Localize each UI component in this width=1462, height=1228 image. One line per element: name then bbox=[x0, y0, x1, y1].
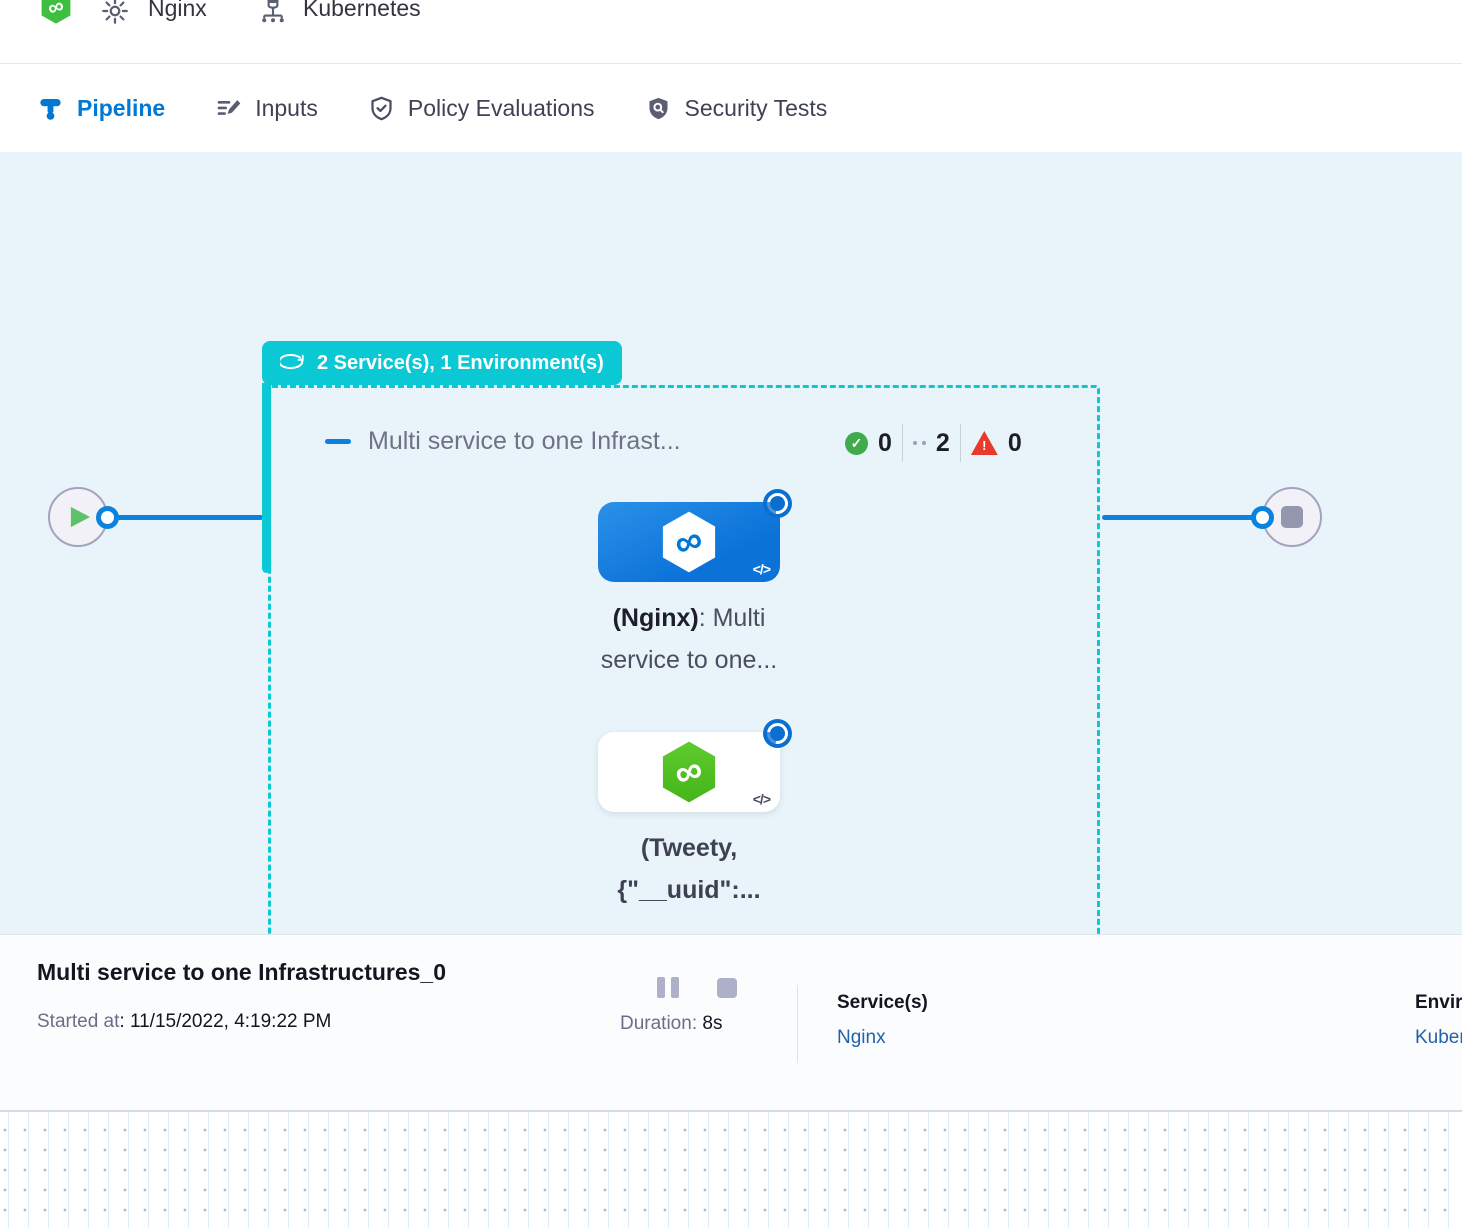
abort-button[interactable] bbox=[717, 977, 737, 998]
gear-icon bbox=[100, 0, 130, 26]
tab-policy-evaluations-label: Policy Evaluations bbox=[407, 95, 595, 121]
duration-label: Duration: bbox=[620, 1013, 703, 1034]
stage-group-container[interactable] bbox=[268, 385, 1100, 934]
started-at-value: : 11/15/2022, 4:19:22 PM bbox=[119, 1011, 332, 1032]
breadcrumb-environment[interactable]: Kubernetes bbox=[303, 0, 421, 21]
service-node-nginx-label: (Nginx): Multi service to one... bbox=[600, 604, 778, 674]
tab-bar: Pipeline Inputs Policy E bbox=[0, 65, 1462, 217]
shield-scan-icon bbox=[645, 95, 672, 122]
execution-summary-bar: Multi service to one Infrastructures_0 S… bbox=[0, 934, 1462, 1110]
infrastructure-icon bbox=[258, 0, 288, 26]
console-grid-area[interactable] bbox=[0, 1110, 1462, 1228]
edge-stage-to-end bbox=[1102, 515, 1258, 520]
tab-inputs-label: Inputs bbox=[255, 95, 318, 121]
start-node-port[interactable] bbox=[96, 506, 119, 529]
edge-start-to-stage bbox=[110, 515, 263, 520]
status-divider bbox=[901, 424, 903, 462]
pause-button[interactable] bbox=[657, 977, 679, 998]
stage-status-counts: ✓ 0 2 ! 0 bbox=[845, 424, 1022, 462]
collapse-stage-icon[interactable] bbox=[325, 439, 351, 444]
tab-inputs[interactable]: Inputs bbox=[215, 95, 318, 122]
breadcrumb-service[interactable]: Nginx bbox=[148, 0, 207, 21]
started-at: Started at: 11/15/2022, 4:19:22 PM bbox=[37, 1011, 331, 1033]
harness-logo-icon: ∞ bbox=[41, 0, 71, 24]
running-count: 2 bbox=[935, 428, 950, 457]
success-status-icon: ✓ bbox=[845, 431, 868, 455]
shield-check-icon bbox=[368, 95, 395, 122]
end-node-port[interactable] bbox=[1251, 506, 1274, 529]
harness-service-icon: ∞ bbox=[662, 741, 716, 803]
stage-group-badge[interactable]: 2 Service(s), 1 Environment(s) bbox=[262, 341, 622, 385]
started-at-label: Started at bbox=[37, 1011, 120, 1032]
tab-pipeline-label: Pipeline bbox=[77, 95, 166, 121]
duration-value: 8s bbox=[702, 1013, 723, 1034]
stage-group-badge-label: 2 Service(s), 1 Environment(s) bbox=[317, 351, 604, 374]
failed-count: 0 bbox=[1007, 428, 1022, 457]
service-node-tweety[interactable]: ∞ </> bbox=[598, 732, 780, 812]
running-spinner-badge bbox=[763, 719, 792, 748]
stage-title[interactable]: Multi service to one Infrast... bbox=[368, 427, 681, 455]
tab-policy-evaluations[interactable]: Policy Evaluations bbox=[368, 95, 595, 122]
services-label: Service(s) bbox=[837, 992, 928, 1013]
code-icon: </> bbox=[752, 561, 771, 577]
pipeline-icon bbox=[37, 95, 64, 122]
tab-security-tests-label: Security Tests bbox=[684, 95, 828, 121]
service-node-nginx[interactable]: ∞ </> bbox=[598, 502, 780, 582]
status-divider bbox=[959, 424, 961, 462]
running-spinner-badge bbox=[763, 489, 792, 518]
pipeline-canvas[interactable]: 2 Service(s), 1 Environment(s) Multi ser… bbox=[0, 152, 1462, 934]
running-status-icon bbox=[912, 441, 926, 445]
stop-icon bbox=[1281, 506, 1303, 528]
service-node-tweety-label: (Tweety, {"__uuid":... bbox=[617, 834, 761, 904]
success-count: 0 bbox=[878, 428, 892, 457]
inputs-icon bbox=[215, 95, 242, 122]
duration: Duration: 8s bbox=[620, 1013, 722, 1035]
environments-label: Environment(s) bbox=[1415, 992, 1462, 1013]
footer-divider bbox=[797, 985, 798, 1063]
tab-pipeline[interactable]: Pipeline bbox=[37, 95, 165, 122]
harness-service-icon: ∞ bbox=[662, 511, 716, 573]
stage-group-accent-bar bbox=[262, 383, 271, 573]
services-value-link[interactable]: Nginx bbox=[837, 1027, 886, 1048]
tab-security-tests[interactable]: Security Tests bbox=[645, 95, 828, 122]
play-icon bbox=[70, 506, 91, 528]
breadcrumb-bar: ∞ Nginx Kubernetes bbox=[0, 0, 1462, 64]
loop-icon bbox=[280, 353, 306, 373]
execution-title: Multi service to one Infrastructures_0 bbox=[37, 959, 447, 985]
environments-value-link[interactable]: Kubernetes bbox=[1415, 1027, 1462, 1048]
code-icon: </> bbox=[752, 791, 771, 807]
